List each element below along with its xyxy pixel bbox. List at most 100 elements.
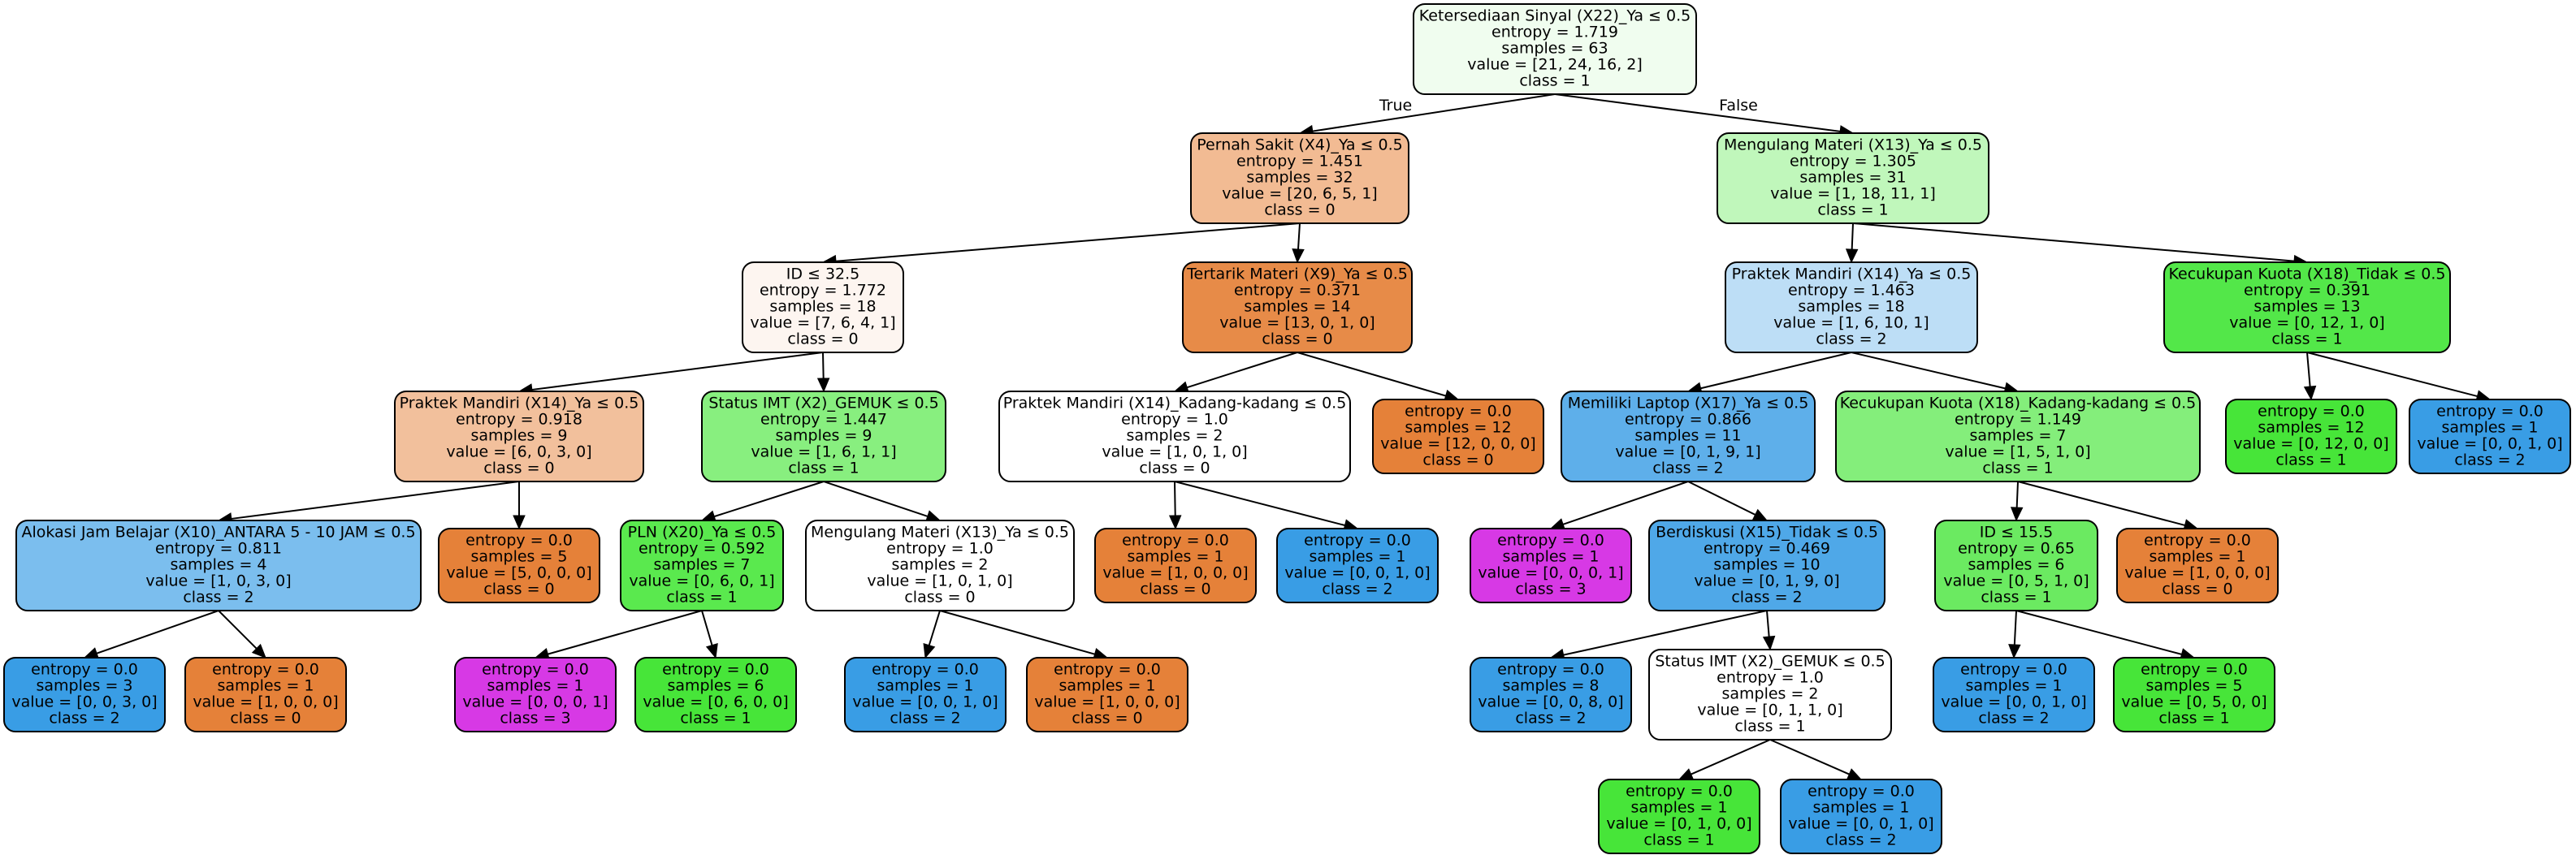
node-text-line: samples = 6 xyxy=(1968,556,2064,574)
node-text-line: entropy = 0.0 xyxy=(1808,783,1915,801)
node-box xyxy=(1717,132,1989,224)
node-text-line: samples = 14 xyxy=(1244,298,1350,316)
edge-n8-n12 xyxy=(823,481,942,523)
node-text-line: value = [1, 6, 10, 1] xyxy=(1773,314,1929,332)
edge-line xyxy=(1554,93,1841,132)
node-text-line: entropy = 0.65 xyxy=(1958,540,2075,558)
node-box xyxy=(394,391,644,482)
node-text-line: class = 1 xyxy=(1643,831,1714,849)
node-text-line: class = 0 xyxy=(1140,581,1210,598)
node-text-line: value = [0, 0, 1, 0] xyxy=(1284,564,1430,582)
tree-node-n34: Kecukupan Kuota (X18)_Tidak ≤ 0.5entropy… xyxy=(2163,261,2451,353)
node-text-line: value = [0, 1, 0, 0] xyxy=(1606,815,1751,833)
node-box xyxy=(742,261,904,353)
node-text-line: Alokasi Jam Belajar (X10)_ANTARA 5 - 10 … xyxy=(21,524,415,542)
node-text-line: entropy = 0.0 xyxy=(31,661,138,679)
node-text-line: Mengulang Materi (X13)_Ya ≤ 0.5 xyxy=(1724,136,1982,154)
edge-line xyxy=(231,481,520,520)
node-text-line: samples = 10 xyxy=(1713,556,1820,574)
edge-line xyxy=(1562,481,1689,525)
edge-n1-n2 xyxy=(821,222,1301,268)
edge-line xyxy=(2017,481,2185,526)
node-box xyxy=(1934,520,2098,611)
node-text-line: class = 1 xyxy=(2271,330,2342,348)
edge-n8-n9 xyxy=(700,481,825,523)
node-box xyxy=(15,520,422,611)
node-box xyxy=(438,528,600,603)
node-text-line: value = [1, 6, 1, 1] xyxy=(751,443,896,461)
node-text-line: value = [0, 12, 0, 0] xyxy=(2233,435,2388,453)
edge-n21-n22 xyxy=(1686,352,1852,395)
node-box xyxy=(701,391,946,482)
node-text-line: entropy = 1.451 xyxy=(1236,153,1363,171)
tree-node-n16: Praktek Mandiri (X14)_Kadang-kadang ≤ 0.… xyxy=(998,391,1351,482)
node-box xyxy=(1648,649,1892,741)
edge-n0-n20 xyxy=(1554,93,1855,138)
node-text-line: class = 2 xyxy=(1322,581,1392,598)
node-text-line: entropy = 0.0 xyxy=(2258,403,2365,421)
node-text-line: entropy = 0.0 xyxy=(1304,532,1411,550)
node-text-line: class = 1 xyxy=(1982,460,2053,477)
node-text-line: value = [13, 0, 1, 0] xyxy=(1219,314,1375,332)
node-text-line: value = [0, 0, 1, 0] xyxy=(2417,435,2562,453)
node-text-line: class = 2 xyxy=(1978,710,2049,728)
node-text-line: samples = 5 xyxy=(470,548,567,566)
node-text-line: class = 2 xyxy=(1652,460,1723,477)
edge-line xyxy=(835,222,1301,262)
arrow-head-icon xyxy=(1168,515,1182,530)
node-text-line: value = [1, 0, 0, 0] xyxy=(193,693,338,711)
node-text-line: value = [0, 6, 0, 1] xyxy=(629,572,774,590)
node-text-line: entropy = 0.391 xyxy=(2244,282,2370,300)
arrow-head-icon xyxy=(923,642,936,659)
node-text-line: samples = 1 xyxy=(1630,799,1727,817)
node-text-line: entropy = 0.0 xyxy=(662,661,769,679)
edge-n30-n31 xyxy=(2008,610,2021,659)
node-text-line: entropy = 0.0 xyxy=(1122,532,1229,550)
node-box xyxy=(844,657,1007,732)
edge-n9-n10 xyxy=(534,610,703,660)
edge-n1-n15 xyxy=(1292,222,1305,264)
node-text-line: samples = 63 xyxy=(1501,40,1608,58)
node-text-line: entropy = 1.0 xyxy=(1121,411,1228,429)
arrow-head-icon xyxy=(816,378,830,393)
node-text-line: class = 0 xyxy=(230,710,301,728)
edge-n20-n21 xyxy=(1845,222,1859,264)
edge-line xyxy=(2013,610,2017,646)
node-text-line: class = 3 xyxy=(1515,581,1586,598)
edge-n0-n1 xyxy=(1298,93,1556,138)
node-text-line: class = 2 xyxy=(49,710,119,728)
node-text-line: value = [1, 0, 0, 0] xyxy=(1102,564,1248,582)
node-box xyxy=(1470,528,1632,603)
node-text-line: value = [0, 6, 0, 0] xyxy=(643,693,788,711)
edge-n26-n28 xyxy=(1769,739,1863,780)
node-text-line: samples = 1 xyxy=(1502,548,1599,566)
node-text-line: Praktek Mandiri (X14)_Ya ≤ 0.5 xyxy=(1732,266,1972,283)
node-text-line: samples = 11 xyxy=(1634,427,1741,445)
node-box xyxy=(634,657,797,732)
arrow-head-icon xyxy=(513,515,526,530)
edge-line xyxy=(531,352,824,391)
edge-line xyxy=(96,610,219,654)
node-text-line: samples = 1 xyxy=(217,677,314,695)
node-text-line: samples = 2 xyxy=(1126,427,1223,445)
node-text-line: value = [0, 5, 1, 0] xyxy=(1943,572,2089,590)
node-box xyxy=(454,657,617,732)
node-text-line: class = 1 xyxy=(1734,718,1805,736)
node-text-line: class = 1 xyxy=(788,460,859,477)
node-text-line: class = 0 xyxy=(787,330,858,348)
node-box xyxy=(2113,657,2275,732)
edge-line xyxy=(1687,481,1756,516)
node-text-line: Praktek Mandiri (X14)_Kadang-kadang ≤ 0.… xyxy=(1003,395,1347,412)
edge-line xyxy=(713,481,825,518)
edge-line xyxy=(1312,93,1556,132)
edge-line xyxy=(1851,352,2006,390)
node-box xyxy=(1933,657,2095,732)
node-box xyxy=(1413,3,1697,95)
